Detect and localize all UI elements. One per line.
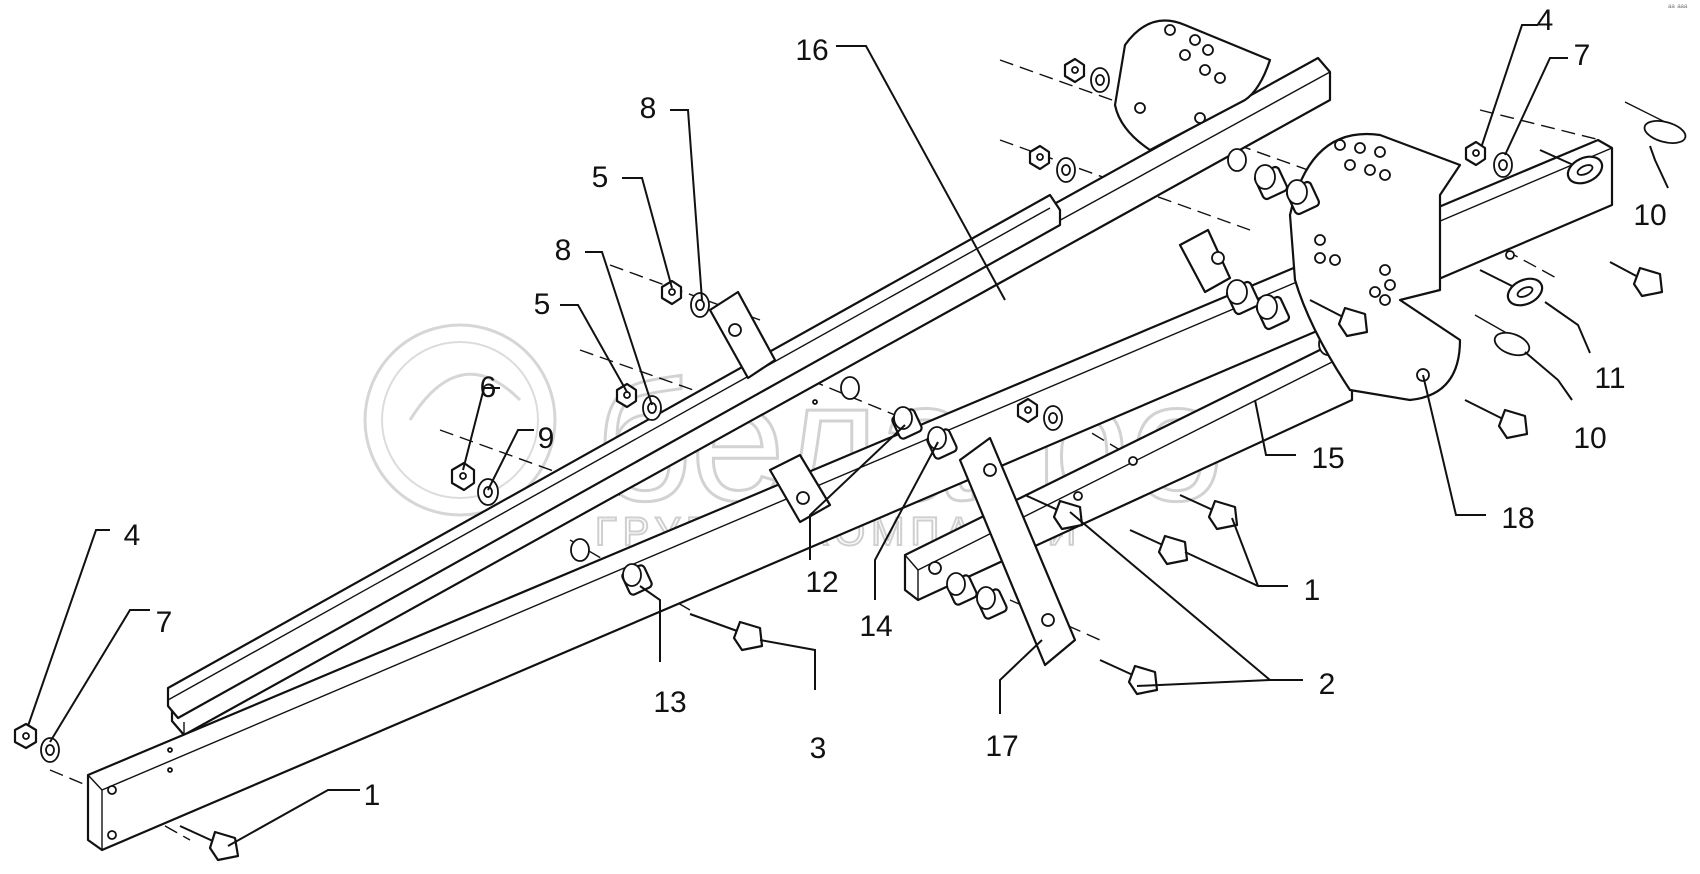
callout-17: 17 [985, 730, 1018, 763]
callout-5: 5 [534, 288, 551, 321]
washer-7-upper [1493, 152, 1513, 178]
callout-8: 8 [555, 234, 572, 267]
bolt-mid-right [1309, 299, 1369, 338]
bushing-lower-a [946, 572, 978, 606]
callout-16: 16 [795, 34, 828, 67]
bolt-2-lower [1099, 659, 1159, 696]
washer-upper-b [1056, 157, 1076, 183]
bolt-lower-right [1464, 399, 1529, 440]
callout-labels: 16 8 5 8 5 6 9 4 7 1 13 3 12 14 17 2 1 1… [124, 4, 1667, 812]
callout-10: 10 [1633, 199, 1666, 232]
nut-4-lower [13, 722, 38, 750]
nut-upper-b [1028, 144, 1051, 171]
nut-5-a [660, 279, 683, 306]
callout-18: 18 [1501, 502, 1534, 535]
leader-lines [27, 24, 1669, 847]
bolt-3 [689, 613, 764, 652]
bushing-upper-a [1253, 164, 1289, 201]
washer-8-b [642, 395, 662, 421]
callout-10: 10 [1573, 422, 1606, 455]
bushing-12 [891, 406, 923, 440]
bushing-13 [621, 563, 653, 596]
small-bracket-plates [708, 228, 1232, 524]
bushing-mid-a [1225, 279, 1261, 316]
washer-8-a [690, 292, 710, 318]
cotter-10-upper [1624, 101, 1687, 144]
cotter-10-lower [1474, 314, 1531, 357]
part-18-upper-side-plate [1113, 19, 1272, 152]
part-17-connector-plate [958, 436, 1077, 667]
washer-mid [1043, 405, 1063, 431]
callout-14: 14 [859, 610, 892, 643]
bolts [179, 261, 1664, 862]
nuts-and-washers [13, 57, 1513, 763]
bolt-1-lower-left [179, 825, 240, 862]
nut-4-upper [1464, 140, 1487, 167]
callout-15: 15 [1311, 442, 1344, 475]
bolt-upper-right [1609, 261, 1664, 298]
part-15-lower-beam [86, 138, 1614, 852]
nut-5-b [615, 382, 638, 409]
callout-13: 13 [653, 686, 686, 719]
callout-4: 4 [1537, 4, 1554, 37]
bushing-lower-b [976, 586, 1008, 620]
callout-4: 4 [124, 519, 141, 552]
bolt-1-mid-b [1179, 494, 1239, 531]
callout-2: 2 [1319, 668, 1336, 701]
washer-upper-a [1090, 67, 1110, 93]
bushings [621, 164, 1321, 620]
callout-9: 9 [538, 422, 555, 455]
bushing-mid-b [1255, 294, 1291, 331]
bushing-upper-b [1285, 179, 1321, 216]
callout-1: 1 [364, 779, 381, 812]
part-18-lower-side-plate [1288, 132, 1462, 402]
callout-3: 3 [810, 732, 827, 765]
callout-12: 12 [805, 566, 838, 599]
corner-mark: ᵃᵃ ᵃᵃᵃ [1668, 2, 1688, 12]
nut-mid [1016, 397, 1039, 424]
pin-11-upper [1539, 149, 1604, 185]
callout-6: 6 [480, 371, 497, 404]
callout-1: 1 [1304, 574, 1321, 607]
nut-upper-a [1063, 57, 1086, 84]
callout-11: 11 [1594, 362, 1625, 395]
callout-7: 7 [156, 606, 173, 639]
bolt-1-mid-a [1129, 529, 1189, 566]
bolt-2-mid [1024, 494, 1084, 531]
washer-7-lower [40, 737, 60, 763]
bushing-14 [926, 426, 958, 460]
pins [1474, 101, 1687, 357]
callout-5: 5 [592, 161, 609, 194]
callout-8: 8 [640, 92, 657, 125]
part-16-upper-beam [166, 56, 1332, 737]
washer-9 [477, 478, 499, 506]
callout-7: 7 [1574, 39, 1591, 72]
pin-11-lower [1479, 269, 1544, 307]
